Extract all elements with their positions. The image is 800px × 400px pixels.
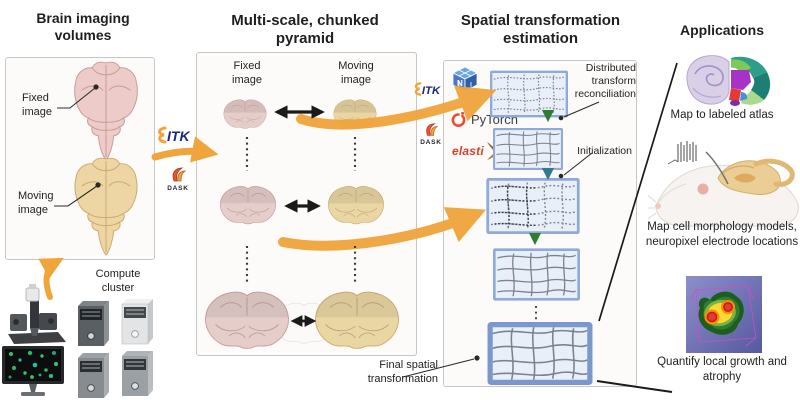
brain-volumes-title: Brain imaging volumes xyxy=(36,10,130,44)
growth-atrophy-image xyxy=(686,276,762,353)
final-transformation-label: Final spatial transformation xyxy=(367,359,438,385)
pyramid-fixed-label: Fixed image xyxy=(232,60,262,86)
moving-image-label: Moving image xyxy=(18,190,54,216)
distributed-reconciliation-label: Distributed transform reconciliation xyxy=(574,62,636,100)
mouse-morphology-image xyxy=(648,141,799,227)
itk-logo-small: ITK xyxy=(414,82,441,97)
initialization-label: Initialization xyxy=(577,145,632,157)
moving-slice-large xyxy=(315,291,399,349)
compute-cluster-servers xyxy=(78,299,153,398)
fixed-image-label: Fixed image xyxy=(22,92,52,118)
numpy-logo: N xyxy=(452,66,478,92)
pyramid-title: Multi-scale, chunked pyramid xyxy=(231,12,379,48)
server-tower xyxy=(78,301,109,346)
svg-text:ITK: ITK xyxy=(167,128,190,144)
compute-cluster-label: Compute cluster xyxy=(95,268,141,294)
fixed-slice-small xyxy=(223,99,267,129)
atrophy-application-label: Quantify local growth and atrophy xyxy=(657,356,787,383)
svg-text:ITK: ITK xyxy=(422,85,441,97)
microscope-icon xyxy=(8,284,66,344)
atlas-application-label: Map to labeled atlas xyxy=(670,109,774,121)
moving-brain-illustration xyxy=(74,157,138,256)
fixed-brain-illustration xyxy=(74,61,138,161)
moving-slice-medium xyxy=(328,186,384,225)
moving-slice-small xyxy=(333,99,377,129)
final-transform-grid xyxy=(487,322,593,385)
transform-title: Spatial transformation estimation xyxy=(460,12,621,48)
dask-logo: DASK xyxy=(162,166,194,192)
transform-grid-2 xyxy=(493,128,563,170)
dask-icon xyxy=(172,167,187,182)
fixed-slice-large xyxy=(205,291,289,349)
svg-text:N: N xyxy=(457,79,463,88)
microscopy-monitor-icon xyxy=(2,346,64,396)
fixed-slice-medium xyxy=(220,186,276,225)
dask-logo-small: DASK xyxy=(416,122,446,146)
itk-logo: ITK xyxy=(158,126,190,144)
transform-grid-1 xyxy=(490,70,568,118)
server-tower xyxy=(78,353,109,398)
morphology-application-label: Map cell morphology models, neuropixel e… xyxy=(645,221,799,248)
transform-grid-3 xyxy=(486,178,580,234)
pyramid-moving-label: Moving image xyxy=(338,60,374,86)
server-tower xyxy=(122,351,153,396)
server-tower xyxy=(121,299,153,345)
pytorch-icon xyxy=(451,111,466,127)
applications-title: Applications xyxy=(679,22,764,38)
labeled-atlas-image xyxy=(683,52,779,107)
transform-grid-4 xyxy=(493,248,580,301)
dask-icon xyxy=(426,123,439,136)
